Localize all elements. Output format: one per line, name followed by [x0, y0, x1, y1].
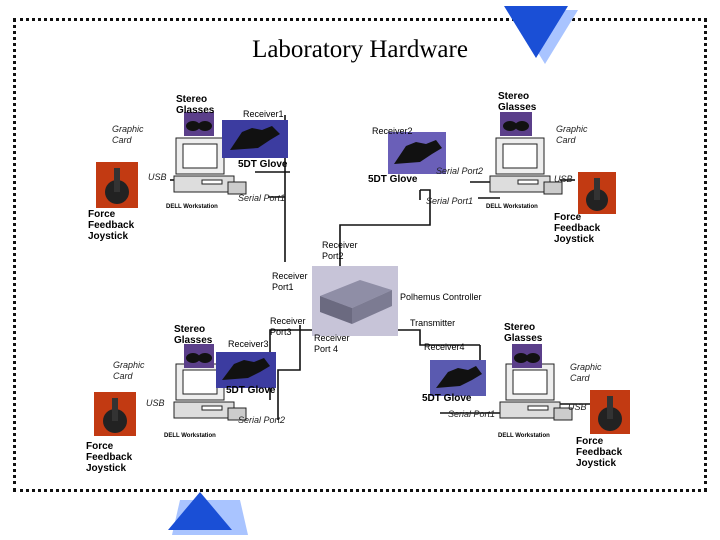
- data-glove-icon: [216, 352, 276, 393]
- computer-workstation-icon: [498, 362, 578, 431]
- serial-port-label: Serial Port1: [426, 196, 474, 206]
- glove-label: 5DT Glove: [226, 385, 276, 396]
- force-feedback-joystick-label: Force Feedback Joystick: [576, 436, 623, 469]
- force-feedback-joystick-label: Force Feedback Joystick: [554, 212, 601, 245]
- stereo-glasses-icon: [184, 344, 214, 373]
- usb-label: USB: [568, 402, 587, 412]
- receiver-label: Receiver4: [424, 342, 465, 352]
- stereo-glasses-label: Stereo Glasses: [174, 324, 213, 346]
- receiver-port-label: Receiver Port1: [272, 271, 308, 292]
- receiver-label: Receiver1: [243, 109, 284, 119]
- joystick-icon: [94, 392, 136, 441]
- page-title: Laboratory Hardware: [252, 36, 468, 63]
- stereo-glasses-icon: [500, 112, 532, 141]
- dell-workstation-label: DELL Workstation: [486, 204, 538, 210]
- stereo-glasses-icon: [184, 112, 214, 141]
- graphic-card-label: Graphic Card: [570, 362, 602, 383]
- serial-port-label: Serial Port1: [448, 409, 496, 419]
- data-glove-icon: [222, 120, 288, 163]
- joystick-icon: [578, 172, 616, 219]
- graphic-card-label: Graphic Card: [556, 124, 588, 145]
- stereo-glasses-label: Stereo Glasses: [176, 94, 215, 116]
- glove-label: 5DT Glove: [422, 393, 472, 404]
- dell-workstation-label: DELL Workstation: [498, 433, 550, 439]
- polhemus-controller-icon: [312, 266, 398, 341]
- usb-label: USB: [146, 398, 165, 408]
- graphic-card-label: Graphic Card: [113, 360, 145, 381]
- joystick-icon: [96, 162, 138, 213]
- stereo-glasses-label: Stereo Glasses: [498, 91, 537, 113]
- data-glove-icon: [388, 132, 446, 179]
- serial-port-label: Serial Port2: [238, 415, 286, 425]
- receiver-port-label: Receiver Port3: [270, 316, 306, 337]
- stereo-glasses-icon: [512, 344, 542, 373]
- glove-label: 5DT Glove: [238, 159, 288, 170]
- stereo-glasses-label: Stereo Glasses: [504, 322, 543, 344]
- transmitter-label: Transmitter: [410, 318, 456, 328]
- graphic-card-label: Graphic Card: [112, 124, 144, 145]
- receiver-port-label: Receiver Port2: [322, 240, 358, 261]
- receiver-label: Receiver2: [372, 126, 413, 136]
- glove-label: 5DT Glove: [368, 174, 418, 185]
- force-feedback-joystick-label: Force Feedback Joystick: [88, 209, 135, 242]
- receiver-label: Receiver3: [228, 339, 269, 349]
- serial-port-label: Serial Port1: [238, 193, 286, 203]
- force-feedback-joystick-label: Force Feedback Joystick: [86, 441, 133, 474]
- receiver-port-label: Receiver Port 4: [314, 333, 350, 354]
- usb-label: USB: [148, 172, 167, 182]
- joystick-icon: [590, 390, 630, 439]
- computer-workstation-icon: [172, 136, 252, 205]
- serial-port-label: Serial Port2: [436, 166, 484, 176]
- data-glove-icon: [430, 360, 486, 401]
- polhemus-controller-label: Polhemus Controller: [400, 292, 482, 302]
- dell-workstation-label: DELL Workstation: [166, 204, 218, 210]
- usb-label: USB: [554, 174, 573, 184]
- dell-workstation-label: DELL Workstation: [164, 433, 216, 439]
- computer-workstation-icon: [488, 136, 568, 205]
- slide-border: [13, 18, 707, 492]
